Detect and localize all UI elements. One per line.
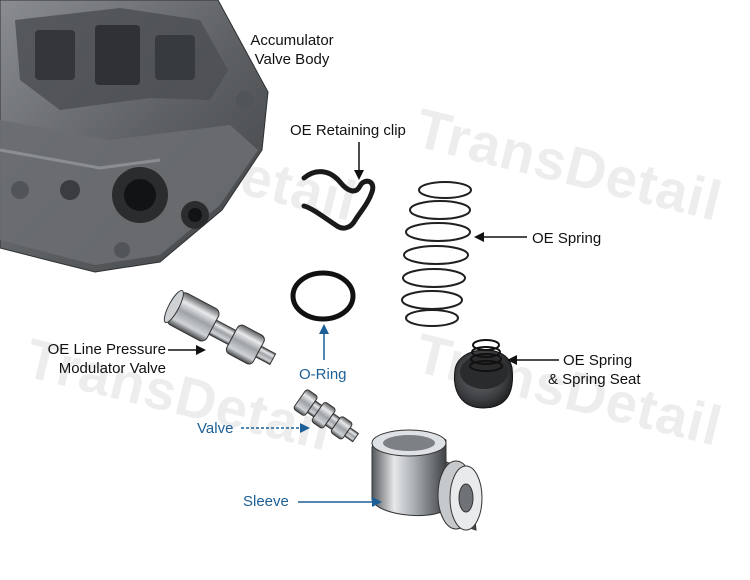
spring-seat-label-line1: OE Spring — [563, 352, 633, 369]
oe-spring-label: OE Spring — [532, 230, 602, 247]
line-pressure-label-line2: Modulator Valve — [58, 360, 166, 377]
accumulator-label-line2: Valve Body — [254, 51, 330, 68]
valve-label: Valve — [197, 420, 234, 437]
o-ring-label: O-Ring — [299, 366, 347, 383]
retaining-clip-label: OE Retaining clip — [290, 122, 406, 139]
sleeve-part — [371, 429, 483, 531]
line-pressure-label: OE Line Pressure Modulator Valve — [8, 340, 166, 378]
retaining-clip — [301, 169, 376, 231]
valve-part — [293, 389, 360, 443]
accumulator-valve-body — [0, 0, 269, 273]
spring-seat-label: OE Spring & Spring Seat — [548, 351, 641, 389]
accumulator-label-line1: Accumulator — [250, 32, 334, 49]
line-pressure-label-line1: OE Line Pressure — [47, 341, 166, 358]
line-pressure-modulator-valve — [163, 289, 277, 366]
spring-and-spring-seat — [453, 339, 514, 409]
oe-spring — [401, 181, 472, 327]
spring-seat-label-line2: & Spring Seat — [548, 371, 641, 388]
sleeve-label: Sleeve — [243, 493, 289, 510]
o-ring — [290, 270, 356, 322]
accumulator-label: Accumulator Valve Body — [237, 31, 347, 69]
